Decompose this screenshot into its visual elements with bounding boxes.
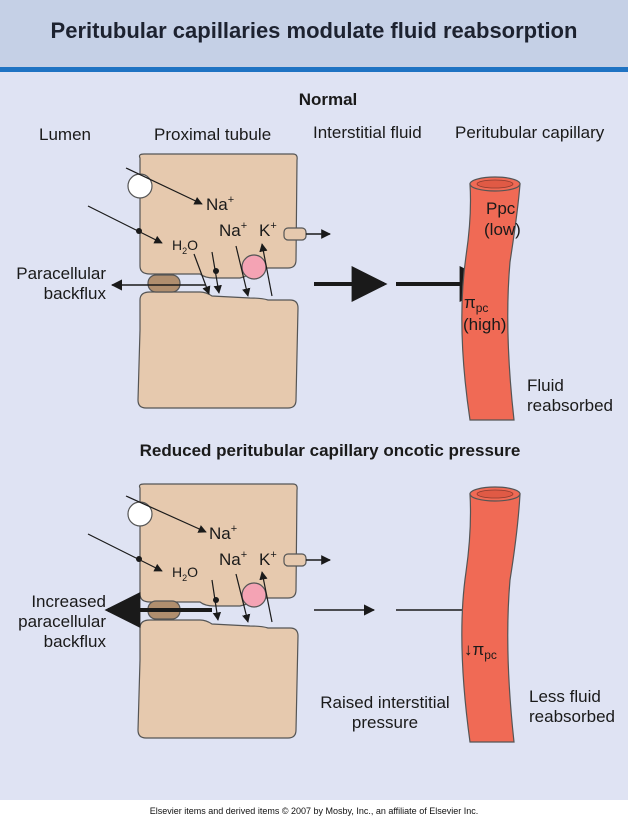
h2o-exit-dot-reduced bbox=[213, 597, 219, 603]
less-fluid-line2: reabsorbed bbox=[529, 707, 616, 726]
copyright-footer: Elsevier items and derived items © 2007 … bbox=[149, 806, 479, 816]
h2o-entry-arrow-reduced bbox=[87, 533, 163, 572]
title-rule bbox=[0, 67, 628, 72]
reduced-heading: Reduced peritubular capillary oncotic pr… bbox=[139, 441, 521, 460]
h2o-exit-dot bbox=[213, 268, 219, 274]
reduced-pi-pc-label: ↓πpc bbox=[464, 640, 497, 662]
ppc-label: Ppc bbox=[486, 199, 516, 218]
raised-interstitial-line1: Raised interstitial bbox=[320, 693, 450, 712]
figure-panel bbox=[0, 72, 628, 800]
tubule-cell-upper-reduced bbox=[138, 483, 298, 607]
h2o-backflux-arrow bbox=[193, 253, 211, 295]
h2o-pore-dot bbox=[136, 228, 142, 234]
pi-level-label: (high) bbox=[463, 315, 506, 334]
less-fluid-line1: Less fluid bbox=[529, 687, 601, 706]
tubule-cell-lower bbox=[137, 291, 299, 409]
tubule-cell-lower-reduced bbox=[137, 619, 299, 739]
na-label: Na+ bbox=[206, 194, 234, 214]
increased-backflux-line3: backflux bbox=[43, 632, 106, 651]
col-interstitial-label: Interstitial fluid bbox=[313, 123, 422, 142]
figure-title: Peritubular capillaries modulate fluid r… bbox=[50, 18, 578, 43]
pi-pc-label: πpc bbox=[464, 293, 488, 315]
peritubular-capillary bbox=[461, 183, 521, 421]
outcome-label-line1: Fluid bbox=[527, 376, 564, 395]
col-lumen-label: Lumen bbox=[39, 125, 91, 144]
na-k-pump-reduced bbox=[241, 582, 267, 608]
col-tubule-label: Proximal tubule bbox=[154, 125, 272, 144]
pump-k-in-arrow bbox=[259, 243, 273, 297]
backflux-label-line2: backflux bbox=[43, 284, 106, 303]
h2o-label: H2O bbox=[172, 237, 198, 256]
col-capillary-label: Peritubular capillary bbox=[455, 123, 605, 142]
reduced-section bbox=[87, 483, 521, 743]
k-pump-label-reduced: K+ bbox=[259, 549, 277, 569]
outcome-label-line2: reabsorbed bbox=[527, 396, 614, 415]
na-entry-arrow bbox=[125, 167, 203, 205]
na-entry-arrow-reduced bbox=[125, 495, 207, 533]
na-pump-label-reduced: Na+ bbox=[219, 549, 247, 569]
na-pump-label: Na+ bbox=[219, 220, 247, 240]
k-channel-reduced bbox=[283, 553, 307, 567]
capillary-lumen-reduced bbox=[476, 489, 514, 499]
tight-junction bbox=[147, 274, 181, 293]
h2o-label-reduced: H2O bbox=[172, 564, 198, 583]
normal-section bbox=[87, 153, 521, 421]
pump-k-in-arrow-reduced bbox=[259, 571, 273, 623]
na-cotransporter bbox=[127, 173, 153, 199]
k-channel bbox=[283, 227, 307, 241]
increased-backflux-line1: Increased bbox=[31, 592, 106, 611]
pump-na-out-arrow bbox=[235, 245, 251, 297]
title-bar: Peritubular capillaries modulate fluid r… bbox=[0, 0, 628, 67]
tubule-cell-upper bbox=[138, 153, 298, 279]
h2o-pore-dot-reduced bbox=[136, 556, 142, 562]
pump-na-out-arrow-reduced bbox=[235, 573, 251, 623]
h2o-entry-arrow bbox=[87, 205, 163, 244]
raised-interstitial-line2: pressure bbox=[351, 713, 419, 732]
ppc-level-label: (low) bbox=[484, 220, 521, 239]
capillary-lumen bbox=[476, 179, 514, 189]
increased-backflux-line2: paracellular bbox=[18, 612, 106, 631]
k-pump-label: K+ bbox=[259, 220, 277, 240]
normal-heading: Normal bbox=[298, 90, 358, 109]
peritubular-capillary-reduced bbox=[461, 493, 521, 743]
na-label-reduced: Na+ bbox=[209, 523, 237, 543]
na-k-pump bbox=[241, 254, 267, 280]
backflux-label-line1: Paracellular bbox=[16, 264, 106, 283]
